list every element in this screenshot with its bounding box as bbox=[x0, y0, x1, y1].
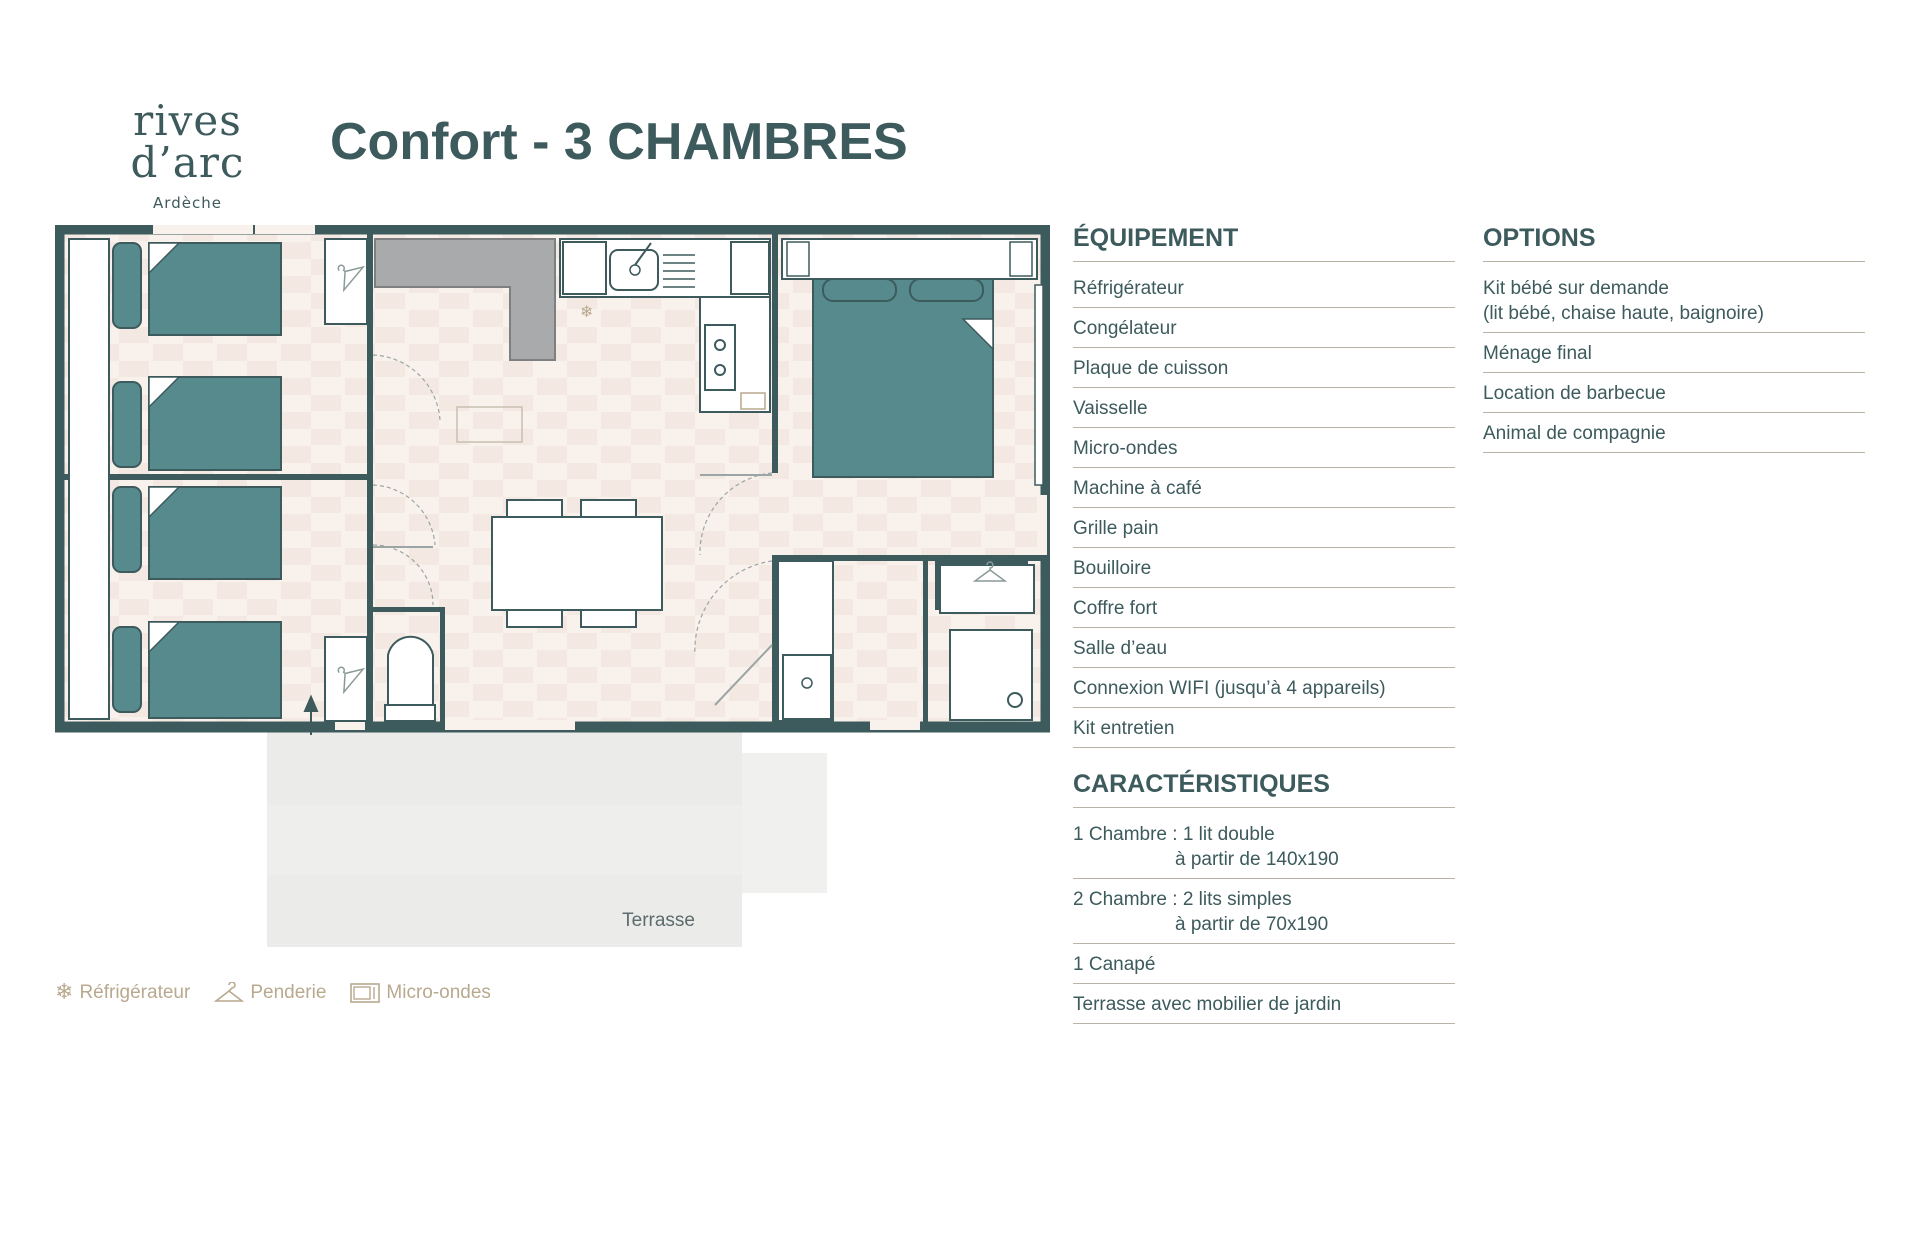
equipment-title: ÉQUIPEMENT bbox=[1073, 224, 1455, 262]
equipment-item: Bouilloire bbox=[1073, 548, 1455, 588]
option-item: Kit bébé sur demande (lit bébé, chaise h… bbox=[1483, 268, 1865, 333]
option-item: Animal de compagnie bbox=[1483, 413, 1865, 453]
legend-label: Réfrigérateur bbox=[79, 981, 191, 1003]
toilet bbox=[384, 635, 436, 722]
interior-walls bbox=[63, 233, 1042, 725]
equipment-item: Grille pain bbox=[1073, 508, 1455, 548]
option-item: Ménage final bbox=[1483, 333, 1865, 373]
feature-item: Terrasse avec mobilier de jardin bbox=[1073, 984, 1455, 1024]
feature-label: 1 Chambre : 1 lit double bbox=[1073, 824, 1275, 845]
legend-item: Penderie bbox=[214, 981, 327, 1004]
terrace: Terrasse bbox=[267, 730, 827, 947]
sofa bbox=[374, 238, 556, 361]
svg-text:❄: ❄ bbox=[580, 302, 593, 321]
equipment-item: Réfrigérateur bbox=[1073, 268, 1455, 308]
legend-item: Micro-ondes bbox=[350, 982, 491, 1004]
features-section: CARACTÉRISTIQUES 1 Chambre : 1 lit doubl… bbox=[1073, 770, 1455, 1024]
options-title: OPTIONS bbox=[1483, 224, 1865, 262]
options-section: OPTIONS Kit bébé sur demande (lit bébé, … bbox=[1483, 224, 1865, 453]
legend: ❄ Réfrigérateur Penderie Micro-ondes bbox=[55, 980, 491, 1005]
equipment-item: Connexion WIFI (jusqu’à 4 appareils) bbox=[1073, 668, 1455, 708]
bathroom bbox=[777, 560, 1035, 722]
feature-detail: à partir de 70x190 bbox=[1175, 914, 1329, 935]
features-title: CARACTÉRISTIQUES bbox=[1073, 770, 1455, 808]
option-detail: (lit bébé, chaise haute, baignoire) bbox=[1483, 303, 1764, 324]
equipment-item: Plaque de cuisson bbox=[1073, 348, 1455, 388]
logo-subtitle: Ardèche bbox=[153, 194, 222, 212]
logo: rives d’arc Ardèche bbox=[80, 96, 295, 213]
legend-item: ❄ Réfrigérateur bbox=[55, 980, 190, 1005]
double-bed bbox=[781, 238, 1038, 478]
dining-table bbox=[491, 499, 663, 628]
equipment-item: Micro-ondes bbox=[1073, 428, 1455, 468]
feature-item: 2 Chambre : 2 lits simples à partir de 7… bbox=[1073, 879, 1455, 944]
logo-name: rives d’arc bbox=[130, 96, 245, 187]
option-item: Location de barbecue bbox=[1483, 373, 1865, 413]
single-beds bbox=[112, 242, 282, 719]
page-title: Confort - 3 CHAMBRES bbox=[330, 113, 908, 171]
terrace-label: Terrasse bbox=[622, 910, 695, 931]
feature-item: 1 Canapé bbox=[1073, 944, 1455, 984]
equipment-item: Coffre fort bbox=[1073, 588, 1455, 628]
legend-label: Penderie bbox=[250, 981, 327, 1003]
floor-plan: Terrasse bbox=[55, 225, 1050, 947]
feature-detail: à partir de 140x190 bbox=[1175, 849, 1339, 870]
option-label: Kit bébé sur demande bbox=[1483, 278, 1669, 299]
feature-label: 2 Chambre : 2 lits simples bbox=[1073, 889, 1292, 910]
hanger-icon bbox=[214, 981, 245, 1002]
kitchen bbox=[559, 238, 771, 413]
equipment-section: ÉQUIPEMENT Réfrigérateur Congélateur Pla… bbox=[1073, 224, 1455, 748]
equipment-item: Salle d’eau bbox=[1073, 628, 1455, 668]
equipment-item: Congélateur bbox=[1073, 308, 1455, 348]
snowflake-icon: ❄ bbox=[55, 980, 74, 1005]
equipment-item: Machine à café bbox=[1073, 468, 1455, 508]
equipment-item: Kit entretien bbox=[1073, 708, 1455, 748]
microwave-icon bbox=[350, 982, 381, 1003]
feature-item: 1 Chambre : 1 lit double à partir de 140… bbox=[1073, 814, 1455, 879]
legend-label: Micro-ondes bbox=[386, 981, 491, 1003]
equipment-item: Vaisselle bbox=[1073, 388, 1455, 428]
